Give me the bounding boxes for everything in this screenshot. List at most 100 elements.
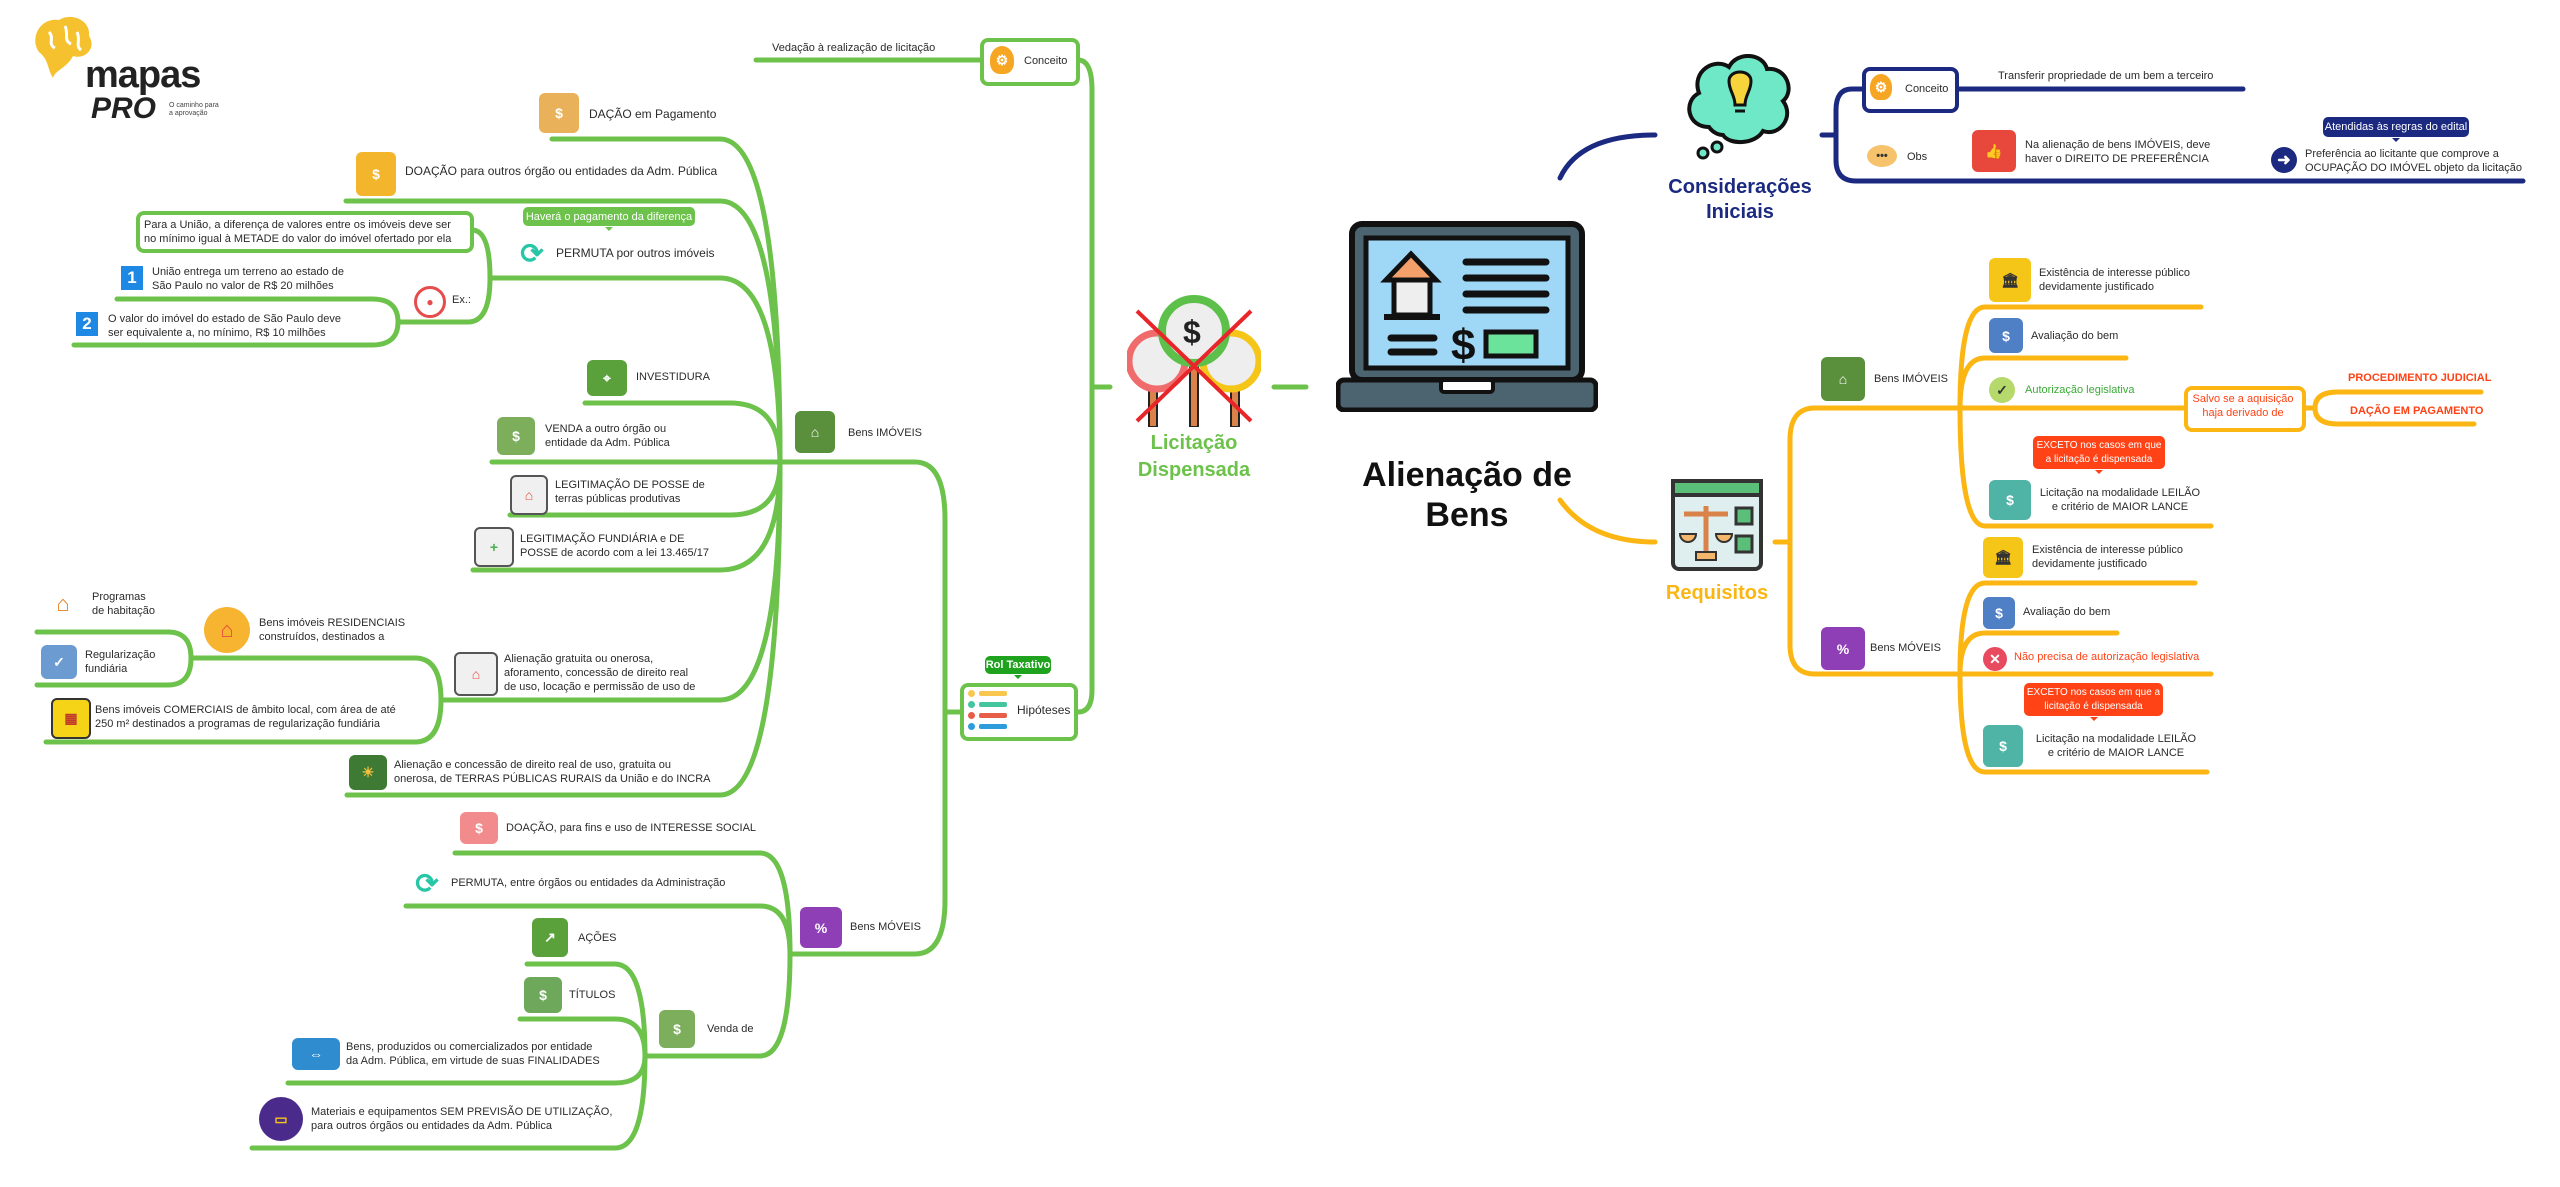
coin-donation-icon: $ xyxy=(356,152,396,196)
leg-fundiaria-text: LEGITIMAÇÃO FUNDIÁRIA e DE POSSE de acor… xyxy=(520,533,709,559)
moveis-doacao-text: DOAÇÃO, para fins e uso de INTERESSE SOC… xyxy=(506,822,757,834)
lightbulb-cloud-icon xyxy=(1687,54,1791,160)
salvo-se-box xyxy=(2184,386,2306,432)
req-moveis-leilao-text: Licitação na modalidade LEILÃO e critéri… xyxy=(2035,733,2197,759)
green-branches xyxy=(34,57,1309,1151)
bens-imoveis-label: Bens IMÓVEIS xyxy=(848,427,922,439)
residenciais-text: Bens imóveis RESIDENCIAIS construídos, d… xyxy=(259,617,406,643)
dacao-pagamento-req-text: DAÇÃO EM PAGAMENTO xyxy=(2350,405,2484,417)
exceto-tag-moveis: EXCETO nos casos em que a licitação é di… xyxy=(2024,683,2163,721)
link-ex xyxy=(395,275,493,325)
link-hipoteses-bens xyxy=(777,459,948,957)
logo-brand-top: mapas xyxy=(85,54,201,96)
check-circle-icon: ✓ xyxy=(1989,377,2015,403)
orange-branches xyxy=(1557,304,2484,775)
family-house-icon: ⌂ xyxy=(56,591,70,616)
comerciais-text: Bens imóveis COMERCIAIS de âmbito local,… xyxy=(95,704,396,730)
money-bag-hand-icon: $ xyxy=(497,417,535,455)
thumbs-feedback-icon: 👍 xyxy=(1972,130,2016,172)
arrow-right-circle-icon: ➜ xyxy=(2271,147,2297,173)
licitacao-dispensada-title: Licitação Dispensada xyxy=(1137,432,1251,481)
doacao-text: DOAÇÃO para outros órgão ou entidades da… xyxy=(405,164,718,178)
ex-2-text: O valor do imóvel do estado de São Paulo… xyxy=(108,313,341,339)
regularizacao-text: Regularização fundiária xyxy=(85,649,156,675)
link-regularizacao xyxy=(34,655,194,688)
x-circle-icon: ✕ xyxy=(1983,647,2007,671)
laptop-house-icon: $ xyxy=(1336,221,1598,412)
bens-produzidos-text: Bens, produzidos ou comercializados por … xyxy=(346,1041,600,1067)
link-req-imoveis-avaliacao xyxy=(1957,355,2129,411)
req-bens-moveis-label: Bens MÓVEIS xyxy=(1870,642,1941,654)
ex-1-text: União entrega um terreno ao estado de Sã… xyxy=(152,266,345,292)
hipoteses-label: Hipóteses xyxy=(1017,703,1071,717)
link-comerciais xyxy=(43,697,444,745)
req-imoveis-leilao-text: Licitação na modalidade LEILÃO e critéri… xyxy=(2039,487,2201,513)
link-req-imoveis-leilao xyxy=(1957,405,2214,529)
store-icon: ▦ xyxy=(51,698,91,739)
permuta-text: PERMUTA por outros imóveis xyxy=(556,246,715,260)
money-balloons-icon: $ xyxy=(1983,725,2023,767)
alienacao-gratuita-text: Alienação gratuita ou onerosa, aforament… xyxy=(504,653,696,693)
svg-text:$: $ xyxy=(1451,321,1475,370)
speech-bubbles-icon: ••• xyxy=(1867,145,1897,167)
link-materiais xyxy=(249,1053,648,1151)
lightbulb-gear-icon: ⚙ xyxy=(1870,74,1892,100)
permuta-note-box xyxy=(136,211,474,253)
exchange-arrows-icon: ⟳ xyxy=(520,237,544,269)
woman-house-icon: $ xyxy=(539,93,579,133)
link-residenciais xyxy=(188,655,444,703)
obs-detail-text: Preferência ao licitante que comprove a … xyxy=(2305,148,2523,174)
house-money-icon: ⌂ xyxy=(1821,357,1865,401)
materiais-text: Materiais e equipamentos SEM PREVISÃO DE… xyxy=(311,1106,613,1132)
atendidas-regras-tag: Atendidas às regras do edital xyxy=(2323,117,2469,142)
exceto-tag-imoveis: EXCETO nos casos em que a licitação é di… xyxy=(2033,436,2165,474)
location-pin-icon: ⌖ xyxy=(587,360,627,396)
link-permuta xyxy=(487,275,783,465)
link-conceito-hipoteses xyxy=(1075,57,1095,715)
rural-land-icon: ☀ xyxy=(349,755,387,790)
heart-money-hand-icon: $ xyxy=(460,812,498,844)
link-requisitos-bens xyxy=(1787,405,1963,677)
rol-taxativo-tag: Rol Taxativo xyxy=(985,656,1051,679)
link-titulos xyxy=(517,1016,648,1059)
house-circle-icon: ⌂ xyxy=(204,607,250,653)
logo: mapas PRO O caminho para a aprovação xyxy=(29,12,239,124)
svg-text:$: $ xyxy=(1183,314,1201,350)
investidura-text: INVESTIDURA xyxy=(636,371,710,383)
car-price-tag-icon: % xyxy=(1821,627,1865,670)
link-terras-rurais xyxy=(344,459,783,798)
titulos-text: TÍTULOS xyxy=(569,989,616,1001)
link-investidura xyxy=(582,400,783,465)
document-capitol-icon: 🏛 xyxy=(1989,258,2031,302)
dacao-pagamento-text: DAÇÃO em Pagamento xyxy=(589,107,717,121)
crossed-coins-icon: $ xyxy=(1127,295,1261,427)
list-icon xyxy=(968,690,1008,732)
proc-judicial-text: PROCEDIMENTO JUDICIAL xyxy=(2348,372,2492,384)
central-title: Alienação de Bens xyxy=(1362,456,1572,534)
conceito-node-right[interactable] xyxy=(1862,67,1959,113)
exchange-arrows-icon: ⟳ xyxy=(415,867,439,899)
leg-posse-text: LEGITIMAÇÃO DE POSSE de terras públicas … xyxy=(555,479,705,505)
requisitos-title: Requisitos xyxy=(1665,582,1769,604)
consideracoes-title: Considerações Iniciais xyxy=(1668,176,1812,223)
number-1-badge: 1 xyxy=(121,266,143,290)
link-moveis-permuta xyxy=(403,903,793,957)
link-acoes xyxy=(524,961,648,1059)
req-imoveis-autorizacao-text: Autorização legislativa xyxy=(2025,384,2135,396)
bens-moveis-label: Bens MÓVEIS xyxy=(850,921,921,933)
money-bag-hand-icon: $ xyxy=(659,1010,695,1048)
pagamento-diferenca-tag: Haverá o pagamento da diferença xyxy=(523,207,695,231)
car-price-tag-icon: % xyxy=(800,907,842,948)
req-moveis-nao-precisa-text: Não precisa de autorização legislativa xyxy=(2014,651,2200,663)
conceito-text-right: Transferir propriedade de um bem a terce… xyxy=(1998,70,2214,82)
link-consideracoes-children xyxy=(1833,86,2526,184)
brain-logo-icon xyxy=(35,16,92,78)
scales-checklist-icon xyxy=(1671,479,1763,571)
link-central-consideracoes xyxy=(1557,132,1658,181)
req-imoveis-interesse-text: Existência de interesse público devidame… xyxy=(2039,267,2191,293)
document-capitol-icon: 🏛 xyxy=(1983,537,2023,578)
document-house-icon: ⌂ xyxy=(510,475,548,515)
house-check-icon: ✓ xyxy=(41,645,77,679)
monitor-circle-icon: ▭ xyxy=(259,1097,303,1141)
